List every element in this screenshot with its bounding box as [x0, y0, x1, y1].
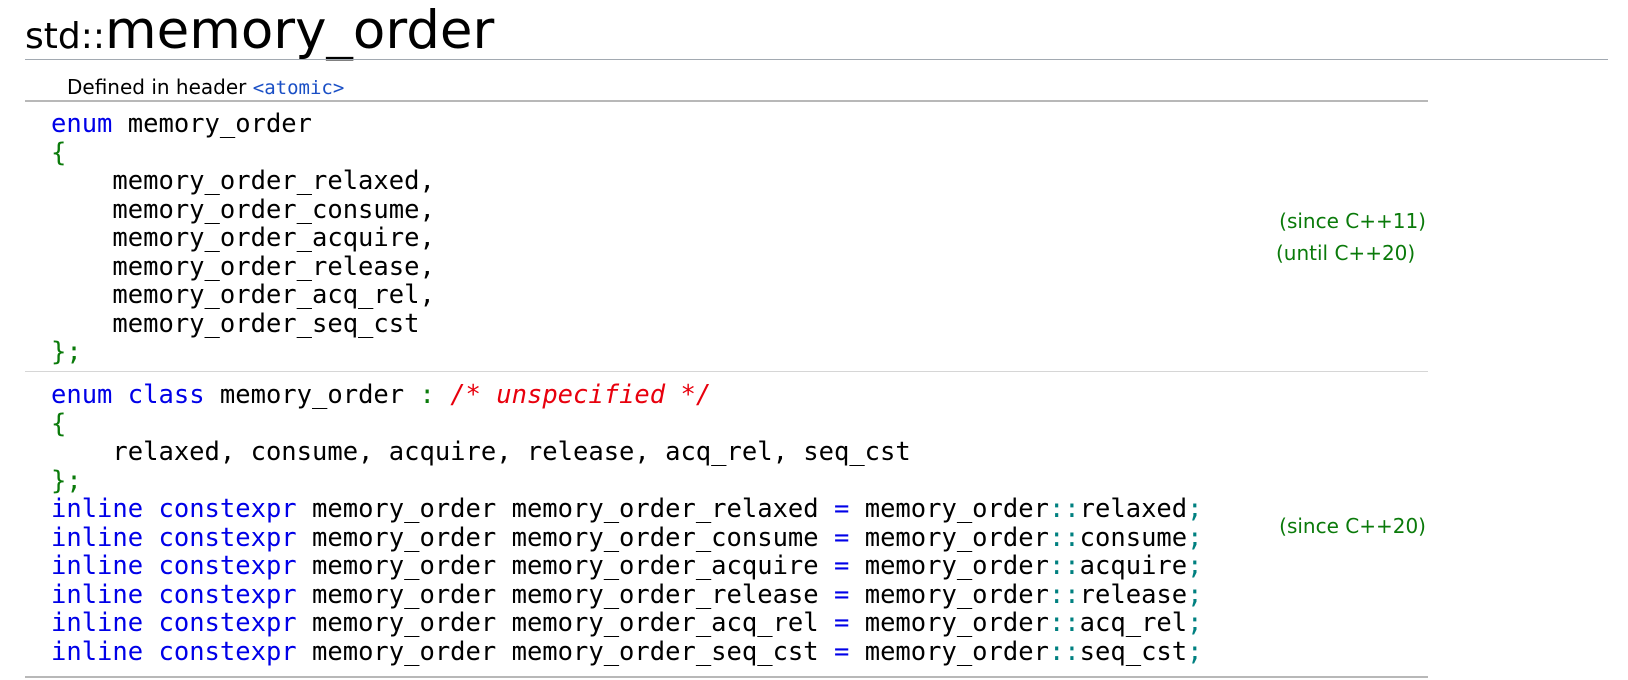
page-title: std::memory_order — [25, 0, 494, 61]
scope-op: :: — [1048, 522, 1080, 553]
keyword-constexpr: constexpr — [158, 579, 297, 610]
page-title-namespace: std:: — [25, 16, 105, 57]
scope-op: :: — [1048, 579, 1080, 610]
constant-value: relaxed — [1079, 494, 1188, 524]
scope-type: memory_order — [849, 636, 1049, 667]
constant-line: inline constexpr memory_order memory_ord… — [51, 523, 1203, 553]
scope-type: memory_order — [849, 522, 1049, 553]
scope-type: memory_order — [849, 551, 1049, 581]
base-colon: : — [419, 380, 435, 410]
keyword-inline: inline — [51, 494, 144, 524]
assign-op: = — [834, 522, 850, 553]
constant-name: memory_order_consume — [511, 522, 834, 553]
header-link[interactable]: <atomic> — [252, 77, 345, 99]
keyword-constexpr: constexpr — [158, 608, 297, 638]
keyword-constexpr: constexpr — [158, 494, 297, 524]
constant-value: seq_cst — [1079, 636, 1188, 667]
constant-type: memory_order — [296, 608, 512, 638]
constant-type: memory_order — [296, 551, 512, 581]
unspecified-comment: /* unspecified */ — [450, 380, 712, 410]
constant-type: memory_order — [296, 636, 512, 667]
keyword-constexpr: constexpr — [158, 636, 297, 667]
assign-op: = — [834, 636, 850, 667]
close-brace: }; — [51, 465, 82, 496]
constant-name: memory_order_acq_rel — [511, 608, 834, 638]
constant-type: memory_order — [296, 494, 512, 524]
constant-name: memory_order_relaxed — [511, 494, 834, 524]
semicolon: ; — [1187, 579, 1203, 610]
keyword-inline: inline — [51, 522, 144, 553]
declaration-bottom-divider — [25, 676, 1428, 678]
scope-op: :: — [1048, 636, 1080, 667]
keyword-enum: enum — [51, 109, 113, 139]
revision-since-cpp11: (since C++11) — [1279, 209, 1426, 233]
enumerator: memory_order_acq_rel, — [112, 280, 435, 310]
semicolon: ; — [1187, 522, 1203, 553]
enumerator-list: relaxed, consume, acquire, release, acq_… — [112, 437, 911, 467]
scope-type: memory_order — [849, 579, 1049, 610]
scope-type: memory_order — [849, 494, 1049, 524]
keyword-constexpr: constexpr — [158, 551, 297, 581]
scope-op: :: — [1048, 551, 1080, 581]
keyword-enum: enum — [51, 380, 113, 410]
close-brace: }; — [51, 337, 82, 367]
revision-until-cpp20: (until C++20) — [1276, 241, 1416, 265]
enumerator: memory_order_release, — [112, 251, 435, 282]
keyword-inline: inline — [51, 636, 144, 667]
page-title-name: memory_order — [104, 0, 495, 61]
constant-line: inline constexpr memory_order memory_ord… — [51, 494, 1203, 524]
constant-value: acq_rel — [1079, 608, 1188, 638]
keyword-constexpr: constexpr — [158, 522, 297, 553]
open-brace: { — [51, 137, 67, 168]
keyword-inline: inline — [51, 579, 144, 610]
constant-name: memory_order_acquire — [511, 551, 834, 581]
assign-op: = — [834, 494, 850, 524]
semicolon: ; — [1187, 551, 1203, 581]
constant-value: acquire — [1079, 551, 1188, 581]
scope-op: :: — [1048, 608, 1080, 638]
enumerator: memory_order_seq_cst — [112, 308, 420, 339]
semicolon: ; — [1187, 636, 1203, 667]
constant-line: inline constexpr memory_order memory_ord… — [51, 551, 1203, 581]
semicolon: ; — [1187, 494, 1203, 524]
constant-type: memory_order — [296, 522, 512, 553]
open-brace: { — [51, 408, 67, 439]
assign-op: = — [834, 608, 850, 638]
constant-line: inline constexpr memory_order memory_ord… — [51, 608, 1203, 638]
constant-line: inline constexpr memory_order memory_ord… — [51, 580, 1203, 610]
constant-value: release — [1079, 579, 1188, 610]
assign-op: = — [834, 551, 850, 581]
enum-name: memory_order — [204, 380, 420, 410]
keyword-inline: inline — [51, 551, 144, 581]
semicolon: ; — [1187, 608, 1203, 638]
declaration-top-divider — [25, 100, 1428, 102]
scope-op: :: — [1048, 494, 1080, 524]
declaration-enum-class-cpp20: enum class memory_order : /* unspecified… — [51, 381, 1203, 666]
enumerator: memory_order_relaxed, — [112, 166, 435, 196]
constant-type: memory_order — [296, 579, 512, 610]
constant-name: memory_order_seq_cst — [511, 636, 834, 667]
constant-name: memory_order_release — [511, 579, 834, 610]
enum-name: memory_order — [112, 109, 313, 139]
keyword-class: class — [127, 380, 205, 410]
revision-since-cpp20: (since C++20) — [1279, 514, 1426, 538]
constant-line: inline constexpr memory_order memory_ord… — [51, 637, 1203, 667]
declaration-divider — [25, 371, 1428, 372]
header-label: Defined in header — [67, 75, 253, 99]
scope-type: memory_order — [849, 608, 1049, 638]
header-declaration: Defined in header <atomic> — [67, 75, 344, 99]
enumerator: memory_order_acquire, — [112, 223, 435, 253]
enumerator: memory_order_consume, — [112, 194, 435, 225]
assign-op: = — [834, 579, 850, 610]
constant-value: consume — [1079, 522, 1188, 553]
declaration-enum-cpp11: enum memory_order { memory_order_relaxed… — [51, 110, 435, 367]
title-divider — [25, 59, 1608, 60]
keyword-inline: inline — [51, 608, 144, 638]
